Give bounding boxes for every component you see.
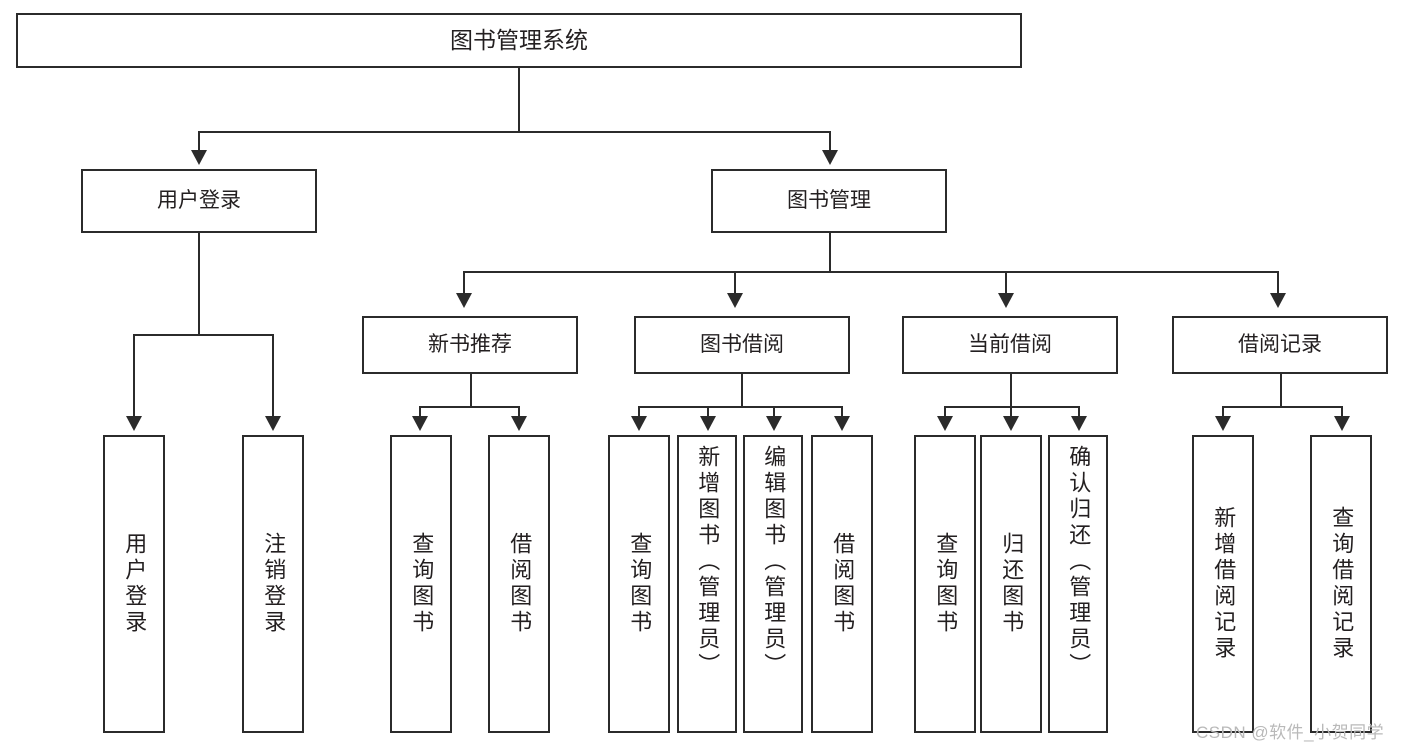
node-label: 新增借阅记录 [1211,506,1237,662]
connector-book-borrow-l1 [638,406,640,416]
node-label: 用户登录 [122,532,148,636]
connector-borrow-record-l1 [1222,406,1224,416]
node-root-system[interactable]: 图书管理系统 [16,13,1022,68]
connector-book-borrow-stem [741,374,743,407]
node-new-book-recommend[interactable]: 新书推荐 [362,316,578,374]
node-label: 图书借阅 [700,332,784,356]
arrowhead-book-borrow-l2 [700,416,716,431]
arrowhead-root-to-book-mgmt [822,150,838,165]
arrowhead-current-borrow-l3 [1071,416,1087,431]
connector-borrow-record-stem [1280,374,1282,407]
node-label: 确认归还（管理员） [1066,445,1092,679]
connector-book-borrow-l4 [841,406,843,416]
leaf-add-borrow-record[interactable]: 新增借阅记录 [1192,435,1254,733]
connector-book-borrow-l2 [707,406,709,416]
leaf-add-book-admin[interactable]: 新增图书（管理员） [677,435,737,733]
leaf-borrow-book-recommend[interactable]: 借阅图书 [488,435,550,733]
node-label: 图书管理 [787,188,871,212]
connector-user-login-leaf2 [272,334,274,416]
leaf-query-book-recommend[interactable]: 查询图书 [390,435,452,733]
node-borrow-record[interactable]: 借阅记录 [1172,316,1388,374]
connector-current-borrow-stem [1010,374,1012,407]
arrowhead-user-login-leaf1 [126,416,142,431]
node-label: 当前借阅 [968,332,1052,356]
arrowhead-current-borrow-l1 [937,416,953,431]
node-label: 用户登录 [157,188,241,212]
node-label: 查询图书 [933,532,959,636]
arrowhead-current-borrow-l2 [1003,416,1019,431]
connector-current-borrow-l1 [944,406,946,416]
arrowhead-borrow-record-l1 [1215,416,1231,431]
arrowhead-root-to-user-login [191,150,207,165]
node-label: 新书推荐 [428,332,512,356]
connector-borrow-record-bus [1222,406,1341,408]
connector-book-mgmt-c1 [463,271,465,293]
connector-root-bus [198,131,831,133]
connector-book-mgmt-stem [829,233,831,272]
node-label: 新增图书（管理员） [695,445,721,679]
node-label: 借阅记录 [1238,332,1322,356]
node-book-management[interactable]: 图书管理 [711,169,947,233]
node-label: 归还图书 [999,532,1025,636]
leaf-edit-book-admin[interactable]: 编辑图书（管理员） [743,435,803,733]
arrowhead-book-borrow-l4 [834,416,850,431]
leaf-confirm-return-admin[interactable]: 确认归还（管理员） [1048,435,1108,733]
connector-book-borrow-bus [638,406,841,408]
connector-user-login-stem [198,233,200,335]
leaf-return-book[interactable]: 归还图书 [980,435,1042,733]
connector-current-borrow-l3 [1078,406,1080,416]
connector-new-book-l1 [419,406,421,416]
leaf-query-book-current[interactable]: 查询图书 [914,435,976,733]
node-label: 编辑图书（管理员） [761,445,787,679]
arrowhead-book-mgmt-c1 [456,293,472,308]
arrowhead-book-borrow-l1 [631,416,647,431]
arrowhead-new-book-l2 [511,416,527,431]
node-user-login[interactable]: 用户登录 [81,169,317,233]
arrowhead-book-borrow-l3 [766,416,782,431]
connector-new-book-bus [419,406,519,408]
connector-new-book-l2 [518,406,520,416]
arrowhead-user-login-leaf2 [265,416,281,431]
node-label: 注销登录 [261,532,287,636]
node-label: 查询图书 [627,532,653,636]
connector-user-login-leaf1 [133,334,135,416]
connector-book-borrow-l3 [773,406,775,416]
connector-book-mgmt-c3 [1005,271,1007,293]
connector-user-login-bus [133,334,274,336]
leaf-logout[interactable]: 注销登录 [242,435,304,733]
connector-root-to-user-login [198,131,200,151]
arrowhead-new-book-l1 [412,416,428,431]
connector-root-to-book-mgmt [829,131,831,151]
node-label: 查询图书 [409,532,435,636]
connector-book-mgmt-c2 [734,271,736,293]
connector-root-stem [518,68,520,132]
node-book-borrow[interactable]: 图书借阅 [634,316,850,374]
connector-new-book-stem [470,374,472,407]
leaf-query-book-borrow[interactable]: 查询图书 [608,435,670,733]
connector-book-mgmt-c4 [1277,271,1279,293]
arrowhead-book-mgmt-c2 [727,293,743,308]
arrowhead-book-mgmt-c3 [998,293,1014,308]
node-current-borrow[interactable]: 当前借阅 [902,316,1118,374]
node-label: 借阅图书 [507,532,533,636]
arrowhead-book-mgmt-c4 [1270,293,1286,308]
node-label: 借阅图书 [830,532,856,636]
leaf-query-borrow-record[interactable]: 查询借阅记录 [1310,435,1372,733]
connector-current-borrow-l2 [1010,406,1012,416]
connector-book-mgmt-bus [463,271,1278,273]
node-label: 图书管理系统 [450,26,588,53]
connector-borrow-record-l2 [1341,406,1343,416]
node-label: 查询借阅记录 [1329,506,1355,662]
arrowhead-borrow-record-l2 [1334,416,1350,431]
leaf-borrow-book[interactable]: 借阅图书 [811,435,873,733]
leaf-user-login[interactable]: 用户登录 [103,435,165,733]
